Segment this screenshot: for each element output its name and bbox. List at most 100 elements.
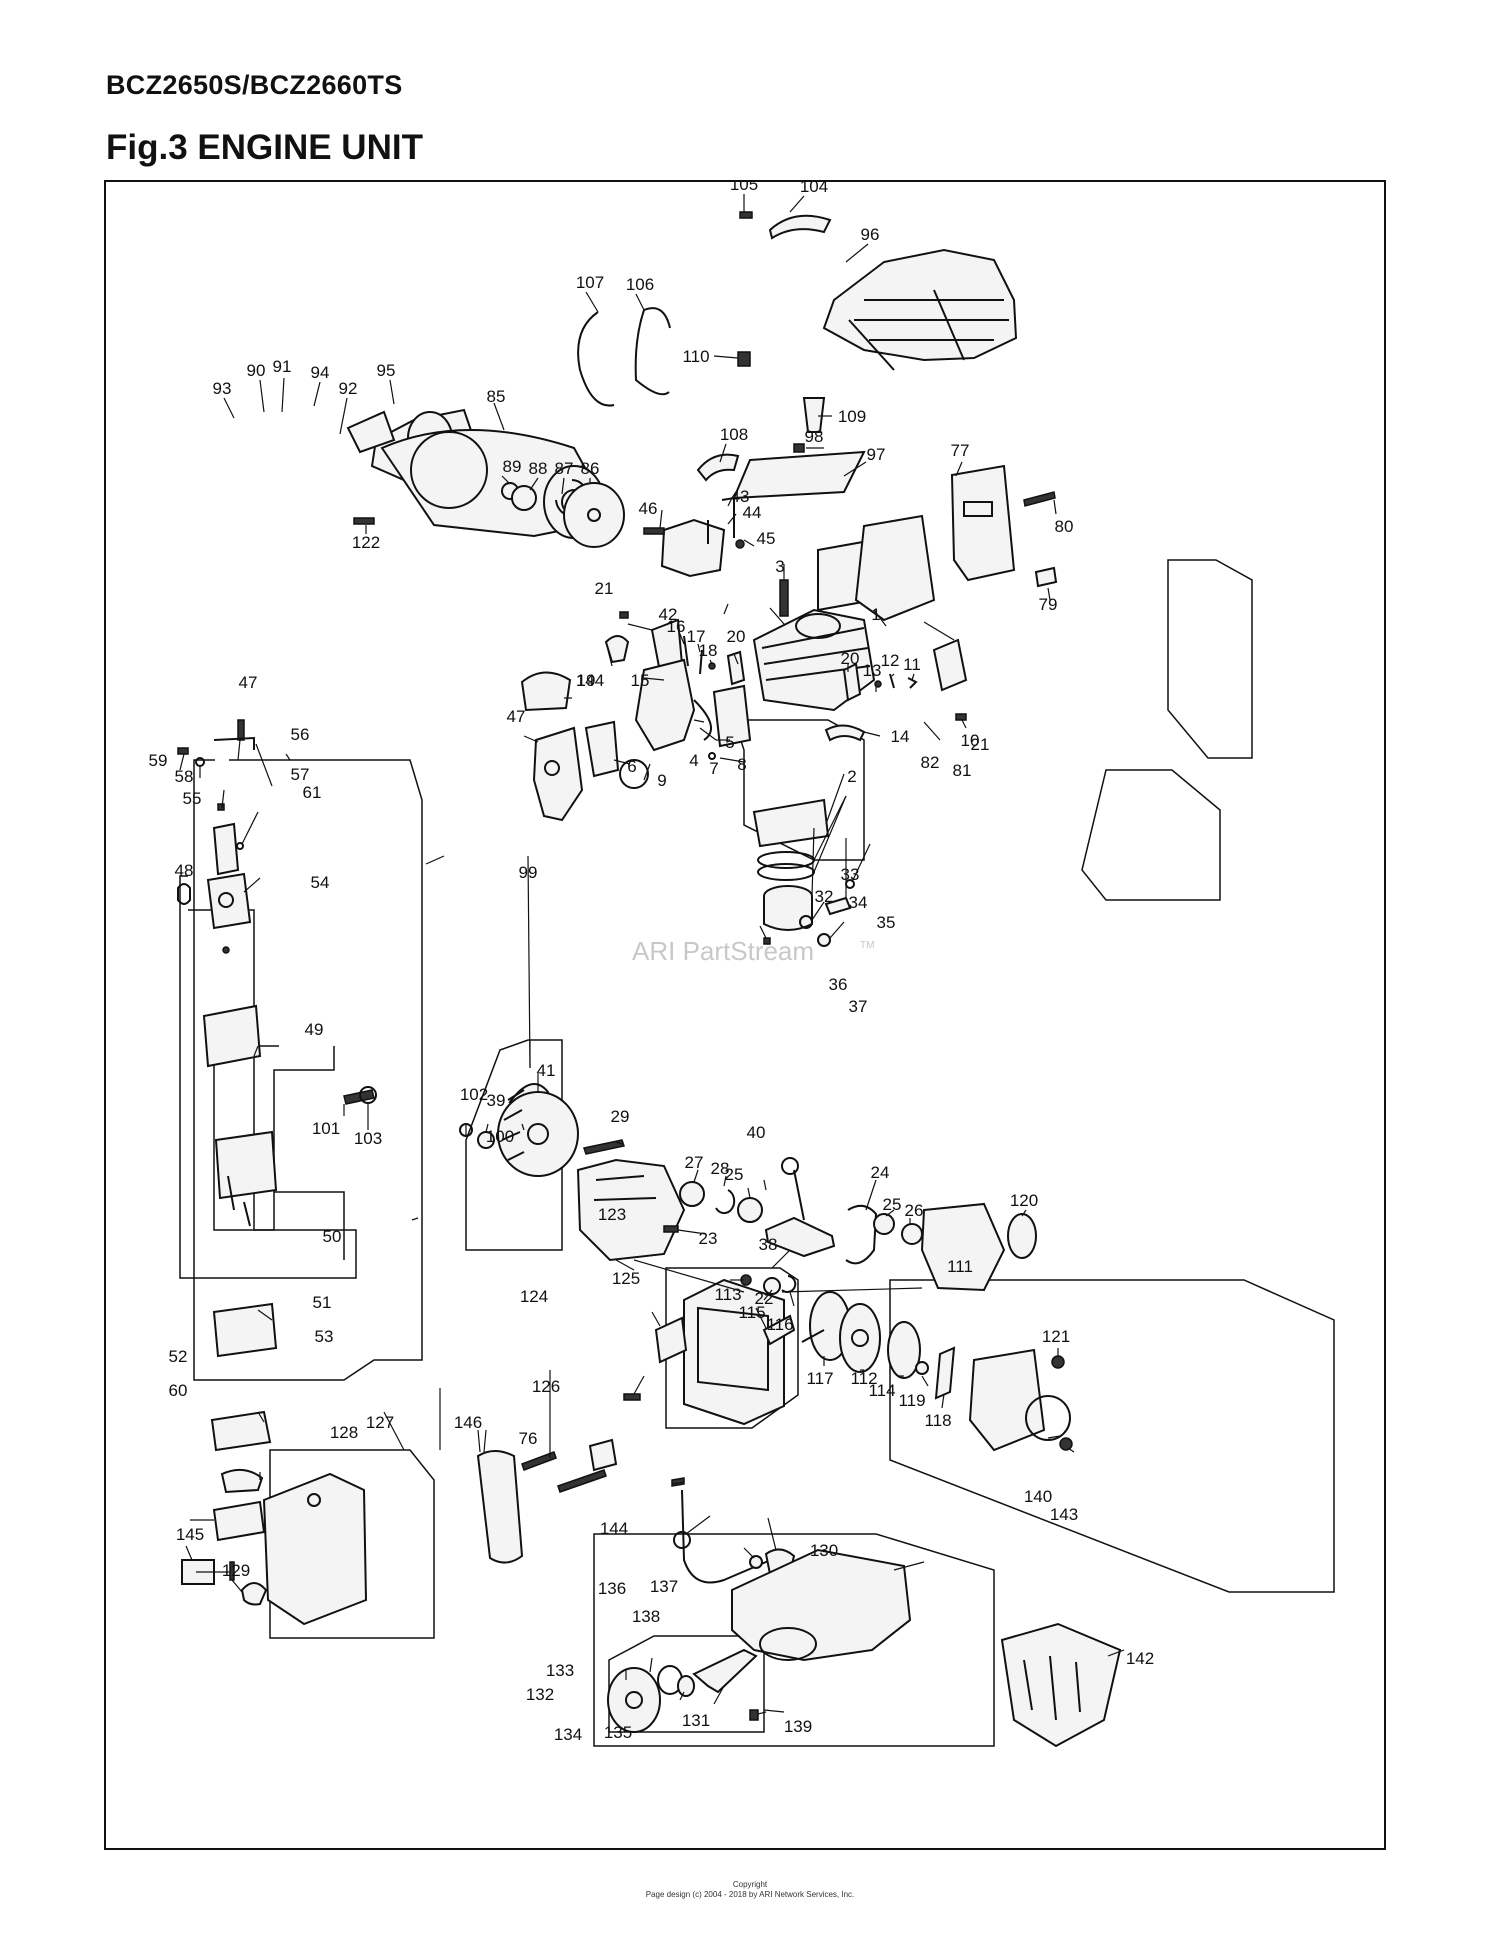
callout-144-top: 144 xyxy=(576,671,604,690)
engine-cover xyxy=(822,248,1018,371)
callout-24: 24 xyxy=(871,1163,890,1182)
callout-143: 143 xyxy=(1050,1505,1078,1524)
spring-11 xyxy=(907,677,918,689)
nut-45 xyxy=(735,539,745,549)
fuel-cap-132 xyxy=(607,1667,661,1733)
callout-125: 125 xyxy=(612,1269,640,1288)
carburetor-47-detail xyxy=(177,719,255,954)
cover-subgroup-box xyxy=(274,1191,345,1260)
callout-121: 121 xyxy=(1042,1327,1070,1346)
callout-13: 13 xyxy=(863,661,882,680)
callout-94: 94 xyxy=(311,363,330,382)
callout-58: 58 xyxy=(175,767,194,786)
callout-113: 113 xyxy=(714,1285,741,1304)
callout-11: 11 xyxy=(903,655,921,674)
clip-8 xyxy=(708,752,716,760)
bolt-76b xyxy=(557,1469,607,1493)
callout-85: 85 xyxy=(487,387,506,406)
seal-26 xyxy=(901,1223,923,1245)
callout-79: 79 xyxy=(1039,595,1058,614)
air-cleaner-case-124 xyxy=(683,1278,785,1426)
lever-plate-10 xyxy=(932,638,968,692)
callout-115: 115 xyxy=(738,1303,765,1322)
knob-129 xyxy=(240,1582,268,1606)
recoil-starter-111 xyxy=(740,1274,1046,1452)
strap-135 xyxy=(692,1648,758,1694)
callout-137: 137 xyxy=(650,1577,678,1596)
callout-80: 80 xyxy=(1055,517,1074,536)
callout-92: 92 xyxy=(339,379,358,398)
callout-51: 51 xyxy=(313,1293,332,1312)
callout-3: 3 xyxy=(775,557,784,576)
callout-96: 96 xyxy=(861,225,880,244)
spring-16 xyxy=(683,635,689,667)
callout-127: 127 xyxy=(366,1413,394,1432)
callout-135: 135 xyxy=(604,1723,632,1742)
callout-25-right: 25 xyxy=(883,1195,902,1214)
recoil-starter-group-box xyxy=(889,1279,1335,1593)
callout-9: 9 xyxy=(657,771,666,790)
callout-146: 146 xyxy=(454,1413,482,1432)
crankcase-22-left xyxy=(576,1158,686,1262)
callout-20-right: 20 xyxy=(841,649,860,668)
pin-23 xyxy=(663,1225,679,1233)
callout-107: 107 xyxy=(576,273,604,292)
callout-136: 136 xyxy=(598,1579,626,1598)
callout-29: 29 xyxy=(611,1107,630,1126)
callout-4: 4 xyxy=(689,751,698,770)
hose-14 xyxy=(824,724,866,742)
callout-142: 142 xyxy=(1126,1649,1154,1668)
callout-119: 119 xyxy=(898,1391,925,1410)
callout-133: 133 xyxy=(546,1661,574,1680)
callout-90: 90 xyxy=(247,361,266,380)
callout-104: 104 xyxy=(800,180,828,196)
callout-95: 95 xyxy=(377,361,396,380)
retainer-134 xyxy=(677,1675,695,1697)
callout-44: 44 xyxy=(743,503,762,522)
callout-111: 111 xyxy=(947,1257,973,1276)
gasket-24 xyxy=(845,1204,878,1265)
callout-34: 34 xyxy=(849,893,868,912)
bearing-88 xyxy=(511,485,537,511)
callout-48: 48 xyxy=(175,861,194,880)
bolt-3 xyxy=(779,579,789,617)
fuel-tank-130 xyxy=(731,1548,912,1662)
piston-ring-33b xyxy=(757,863,815,881)
callout-46: 46 xyxy=(639,499,658,518)
heat-shield-81 xyxy=(854,514,936,622)
fuel-tank-group-box xyxy=(593,1533,995,1747)
callout-101: 101 xyxy=(312,1119,340,1138)
connector-19 xyxy=(604,635,630,664)
callout-91: 91 xyxy=(273,357,292,376)
callout-88: 88 xyxy=(529,459,548,478)
muffler-group-box xyxy=(1167,559,1253,759)
callout-10: 10 xyxy=(961,731,980,750)
callout-36: 36 xyxy=(829,975,848,994)
needle-parts-49 xyxy=(227,1175,251,1227)
bolt-29 xyxy=(583,1139,625,1155)
callout-145: 145 xyxy=(176,1525,204,1544)
cover-120 xyxy=(1007,1213,1037,1259)
callout-126: 126 xyxy=(532,1377,560,1396)
callout-109: 109 xyxy=(838,407,866,426)
gasket-6 xyxy=(584,720,620,778)
nut-79 xyxy=(1034,566,1058,588)
callout-6: 6 xyxy=(627,757,636,776)
callout-20-left: 20 xyxy=(727,627,746,646)
air-cleaner-cover-128 xyxy=(262,1472,368,1626)
page-design-line: Page design (c) 2004 - 2018 by ARI Netwo… xyxy=(645,1890,855,1899)
copyright-footer: Copyright Page design (c) 2004 - 2018 by… xyxy=(0,1880,1500,1900)
gasket-97 xyxy=(732,450,866,500)
copyright-line: Copyright xyxy=(732,1880,768,1889)
carburetor-47-main xyxy=(532,726,584,822)
callout-49: 49 xyxy=(305,1020,324,1039)
callout-97: 97 xyxy=(867,445,886,464)
primer-53 xyxy=(220,1468,264,1494)
callout-102: 102 xyxy=(460,1085,488,1104)
callout-16: 16 xyxy=(667,617,686,636)
callout-77: 77 xyxy=(951,441,970,460)
callout-132: 132 xyxy=(526,1685,554,1704)
callout-57: 57 xyxy=(291,765,310,784)
callout-12: 12 xyxy=(881,651,900,670)
callout-134: 134 xyxy=(554,1725,582,1744)
